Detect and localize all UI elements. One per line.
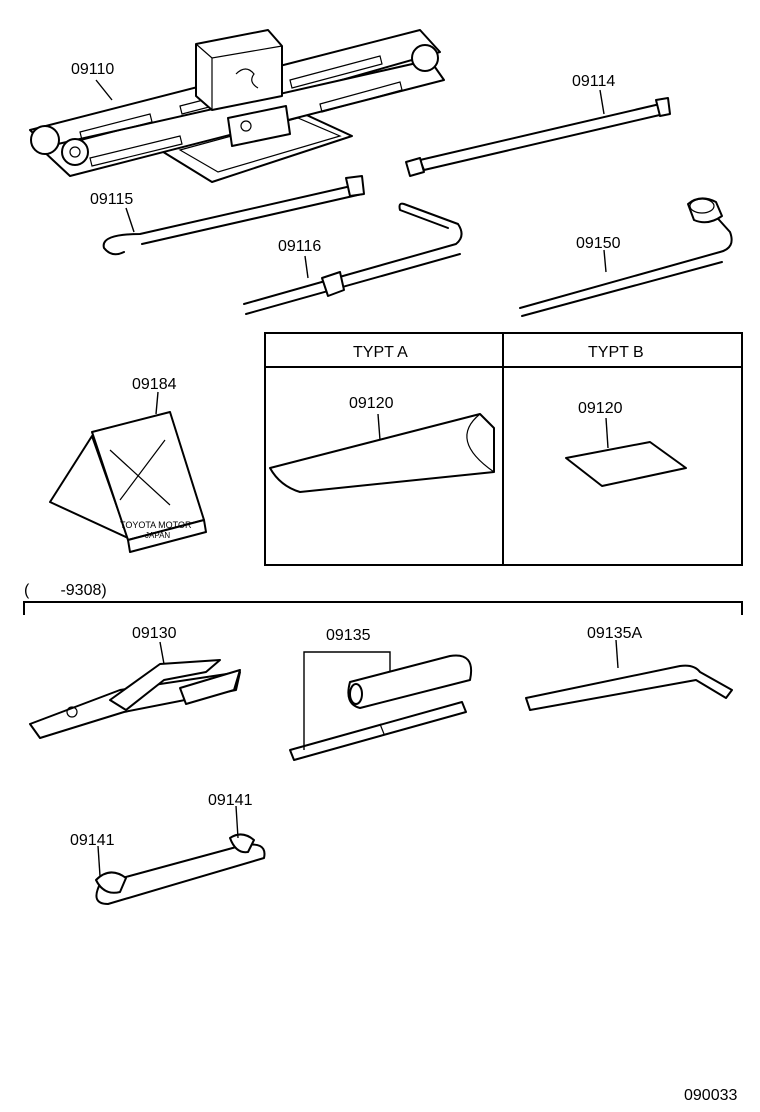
label-09184: 09184 [132,376,177,393]
hook-rod-drawing [102,175,365,256]
label-09135: 09135 [326,627,371,644]
label-09115: 09115 [90,191,133,208]
stamp-text-line-1: TOYOTA MOTOR [120,520,192,530]
leader-09141-lower [97,845,101,877]
leader-09130 [159,641,165,665]
label-09116: 09116 [278,238,321,255]
leader-09114 [599,89,605,115]
leader-09120-b [605,417,609,449]
tool-bag-table [264,332,743,566]
label-09110: 09110 [71,61,114,78]
label-09120-a: 09120 [349,395,394,412]
leader-09110 [95,79,113,101]
leader-09120-a [377,413,381,441]
label-09114: 09114 [572,73,615,90]
label-09130: 09130 [132,625,177,642]
screwdriver-drawing [289,654,472,761]
table-header-type-b: TYPT B [588,344,644,361]
range-divider [23,601,743,615]
lug-wrench-drawing [519,197,733,317]
label-09120-b: 09120 [578,400,623,417]
screwdriver-alt-drawing [525,664,733,711]
label-09141-upper: 09141 [208,792,253,809]
open-end-wrenches-drawing [95,833,266,905]
extension-bar-drawing [243,202,463,315]
diagram-code: 090033 [684,1087,737,1104]
stamp-text-line-2: JAPAN [145,531,170,540]
scissor-jack-drawing [29,29,445,183]
tool-bag-b-drawing [565,441,687,487]
leader-09115 [125,207,135,233]
label-09135a: 09135A [587,625,642,642]
pliers-drawing [29,659,241,739]
leader-09135a [615,639,619,669]
label-09150: 09150 [576,235,621,252]
leader-09116 [304,255,309,279]
leader-09184 [155,391,159,415]
wheel-chock-drawing [49,411,207,553]
tool-bag-a-drawing [269,413,495,493]
jack-handle-rod-drawing [405,97,671,177]
leader-09150 [603,249,607,273]
leader-09141-upper [235,805,239,839]
range-note: ( -9308) [24,582,107,599]
table-header-type-a: TYPT A [353,344,408,361]
label-09141-lower: 09141 [70,832,115,849]
leader-09135 [303,651,391,750]
